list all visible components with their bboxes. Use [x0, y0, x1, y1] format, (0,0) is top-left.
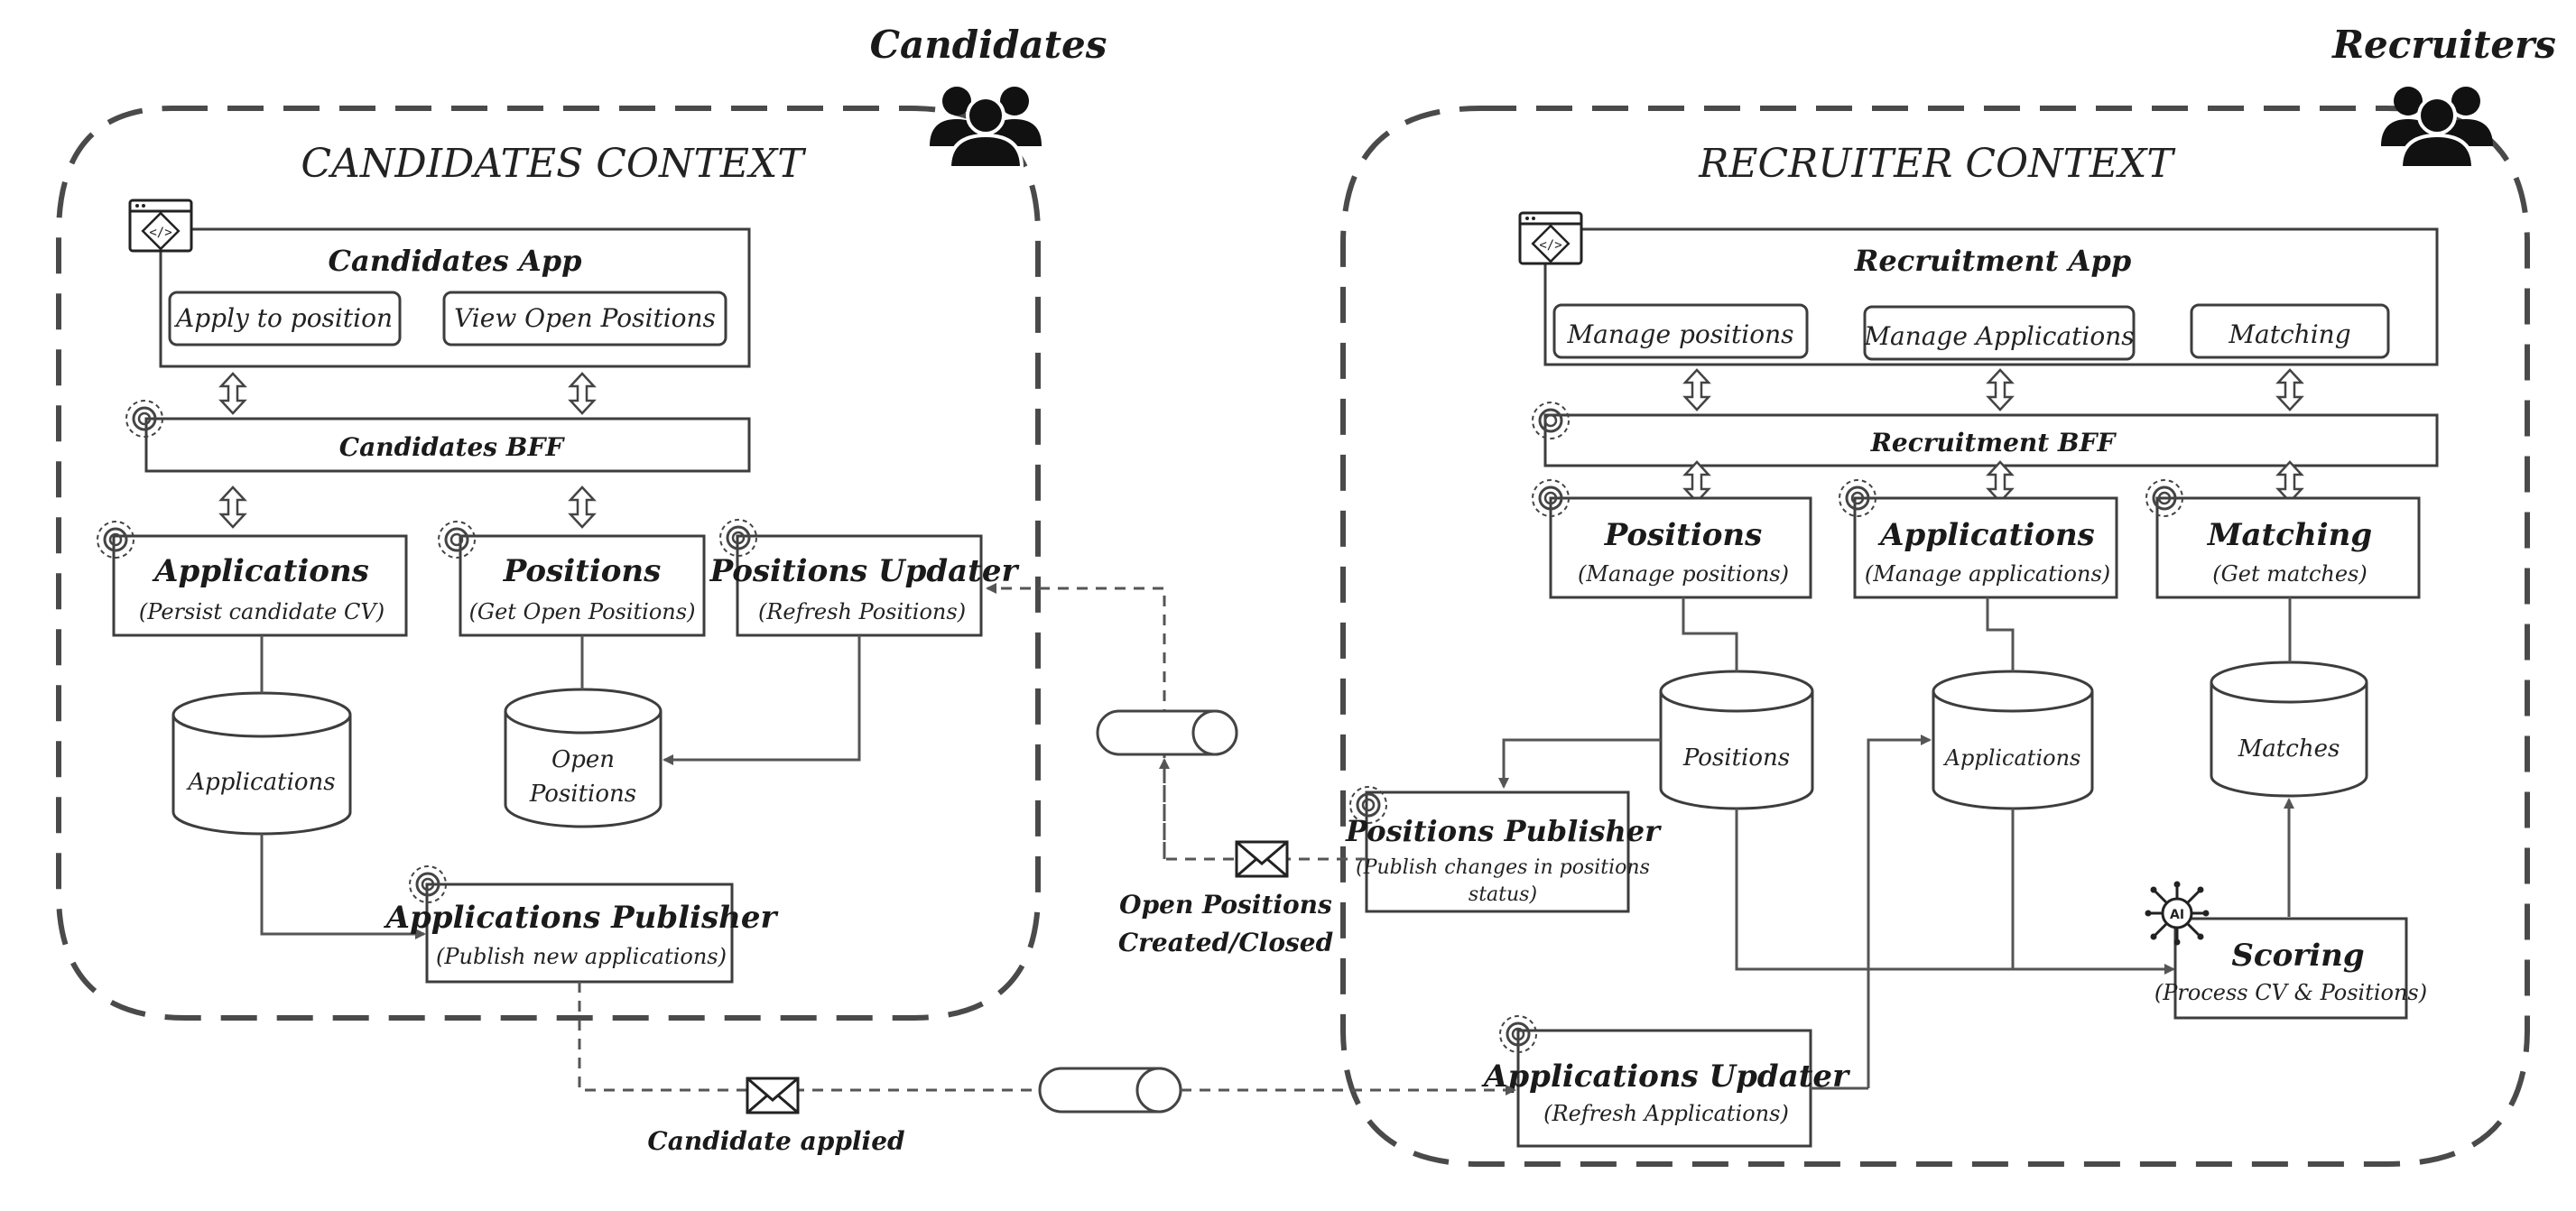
candidate-applications-db-label: Applications	[186, 769, 335, 796]
bidirectional-arrow-icon	[219, 372, 246, 415]
recruiter-applications-sub: (Manage applications)	[1865, 561, 2110, 587]
matches-db-label: Matches	[2238, 735, 2340, 763]
view-open-positions-label: View Open Positions	[454, 303, 716, 333]
open-positions-db-label-1: Open	[551, 746, 615, 773]
applications-updater-title: Applications Updater	[1481, 1058, 1850, 1095]
bidirectional-arrow-icon	[1987, 460, 2014, 504]
bidirectional-arrow-icon	[2276, 368, 2303, 411]
ai-chip-icon: AI	[2145, 881, 2210, 946]
manage-positions-button[interactable]: Manage positions	[1552, 303, 1809, 359]
recruiter-matching-title: Matching	[2207, 517, 2372, 553]
positions-updater-sub: (Refresh Positions)	[758, 599, 966, 624]
recruitment-bff: Recruitment BFF	[1531, 401, 2439, 467]
candidate-positions-title: Positions	[503, 553, 662, 589]
bidirectional-arrow-icon	[1987, 368, 2014, 411]
applications-queue	[1038, 1067, 1182, 1114]
recruiter-applications-title: Applications	[1877, 517, 2095, 553]
recruiter-applications-db-label: Applications	[1943, 745, 2081, 771]
open-positions-event-label-2: Created/Closed	[1118, 928, 1333, 957]
candidate-applications-sub: (Persist candidate CV)	[139, 599, 385, 624]
bidirectional-arrow-icon	[219, 485, 246, 529]
positions-queue	[1096, 709, 1238, 756]
manage-applications-button[interactable]: Manage Applications	[1863, 305, 2136, 361]
apply-to-position-label: Apply to position	[173, 303, 393, 333]
view-open-positions-button[interactable]: View Open Positions	[442, 291, 727, 347]
applications-updater-service: Applications Updater (Refresh Applicatio…	[1481, 1014, 1850, 1148]
web-app-icon	[128, 199, 193, 253]
recruitment-bff-label: Recruitment BFF	[1870, 428, 2117, 458]
bidirectional-arrow-icon	[569, 372, 596, 415]
matching-button[interactable]: Matching	[2190, 303, 2390, 359]
candidates-context-title: CANDIDATES CONTEXT	[301, 141, 807, 187]
candidates-actor-label: Candidates	[870, 23, 1107, 67]
scoring-title: Scoring	[2231, 938, 2364, 974]
svg-text:AI: AI	[2170, 908, 2184, 922]
scoring-service: AI Scoring (Process CV & Positions)	[2145, 881, 2427, 1020]
applications-publisher-service: Applications Publisher (Publish new appl…	[384, 864, 779, 984]
positions-publisher-service: Positions Publisher (Publish changes in …	[1345, 785, 1662, 913]
apply-to-position-button[interactable]: Apply to position	[168, 291, 402, 347]
candidate-applications-service: Applications (Persist candidate CV)	[96, 520, 408, 637]
scoring-sub: (Process CV & Positions)	[2154, 980, 2427, 1005]
positions-publisher-sub-2: status)	[1469, 883, 1537, 906]
candidate-applied-event-label: Candidate applied	[647, 1126, 904, 1156]
positions-updater-title: Positions Updater	[709, 553, 1020, 589]
web-app-icon	[1518, 211, 1583, 265]
bidirectional-arrow-icon	[1683, 368, 1710, 411]
candidates-app-title: Candidates App	[329, 244, 582, 278]
envelope-icon	[1235, 840, 1289, 878]
positions-updater-service: Positions Updater (Refresh Positions)	[709, 518, 1020, 637]
applications-updater-sub: (Refresh Applications)	[1543, 1101, 1789, 1126]
recruiter-context-boundary	[1340, 106, 2530, 1167]
bidirectional-arrow-icon	[569, 485, 596, 529]
positions-publisher-title: Positions Publisher	[1345, 814, 1662, 848]
recruitment-app: Recruitment App Manage positions Manage …	[1518, 211, 2439, 366]
recruiters-people-icon	[2379, 85, 2495, 170]
candidate-positions-sub: (Get Open Positions)	[469, 599, 696, 624]
candidates-people-icon	[928, 85, 1043, 170]
manage-applications-label: Manage Applications	[1863, 321, 2134, 351]
recruiters-actor-label: Recruiters	[2331, 23, 2556, 67]
bidirectional-arrow-icon	[1683, 460, 1710, 504]
candidate-applications-db: Applications	[171, 691, 352, 836]
open-positions-event-label-1: Open Positions	[1119, 890, 1332, 920]
envelope-icon	[746, 1077, 800, 1114]
matching-label: Matching	[2228, 319, 2350, 349]
open-positions-db-label-2: Positions	[529, 781, 636, 808]
candidates-context-boundary	[56, 106, 1041, 1021]
open-positions-db: Open Positions	[504, 688, 663, 828]
applications-publisher-title: Applications Publisher	[384, 900, 779, 936]
recruiter-applications-db: Applications	[1932, 670, 2094, 810]
recruiter-context-title: RECRUITER CONTEXT	[1698, 141, 2176, 187]
bidirectional-arrow-icon	[2276, 460, 2303, 504]
candidates-bff: Candidates BFF	[125, 399, 751, 473]
recruiter-positions-title: Positions	[1604, 517, 1763, 553]
candidate-positions-service: Positions (Get Open Positions)	[437, 520, 706, 637]
matches-db: Matches	[2210, 661, 2368, 798]
recruiter-positions-service: Positions (Manage positions)	[1531, 478, 1812, 599]
candidates-app: Candidates App Apply to position View Op…	[128, 199, 751, 368]
candidate-applications-title: Applications	[152, 553, 369, 589]
applications-publisher-sub: (Publish new applications)	[436, 944, 727, 969]
positions-publisher-sub-1: (Publish changes in positions	[1356, 856, 1650, 879]
recruiter-matching-sub: (Get matches)	[2212, 561, 2368, 587]
recruiter-positions-db: Positions	[1659, 670, 1814, 810]
recruitment-app-title: Recruitment App	[1854, 244, 2131, 278]
candidates-bff-label: Candidates BFF	[339, 432, 566, 462]
recruiter-matching-service: Matching (Get matches)	[2145, 478, 2421, 599]
manage-positions-label: Manage positions	[1566, 319, 1793, 349]
recruiter-applications-service: Applications (Manage applications)	[1838, 478, 2118, 599]
recruiter-positions-sub: (Manage positions)	[1578, 561, 1789, 587]
recruiter-positions-db-label: Positions	[1682, 744, 1790, 772]
